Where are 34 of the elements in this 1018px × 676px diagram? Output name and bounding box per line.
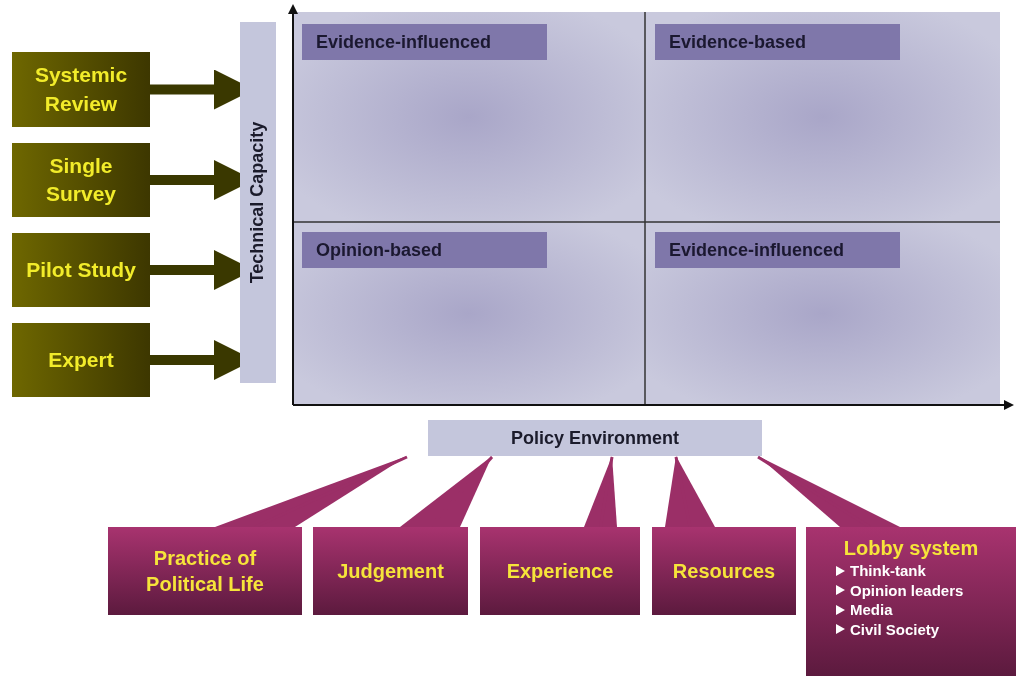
box-label: Lobby system (843, 536, 979, 561)
box-label: Judgement (337, 559, 444, 584)
callout-box (108, 527, 302, 615)
axis-label-box (240, 22, 276, 383)
source-box (12, 233, 150, 307)
quadrant-label (302, 24, 547, 60)
callout-box (652, 527, 796, 615)
callout-box (313, 527, 468, 615)
box-label: Evidence-influenced (316, 31, 492, 53)
box-label: Pilot Study (26, 256, 136, 283)
bullet-item: Civil Society (850, 619, 940, 639)
box-label: Resources (672, 559, 776, 584)
bullet-item: Think-tank (850, 561, 926, 581)
box-label: Expert (48, 346, 114, 373)
box-label: Systemic Review (33, 62, 129, 117)
callout-box (806, 527, 1016, 676)
horizontal-axis-title: Policy Environment (510, 427, 679, 449)
box-label: Practice of Political Life (145, 546, 265, 597)
quadrant-label (655, 232, 900, 268)
quadrant-label (302, 232, 547, 268)
box-label: Single Survey (44, 152, 117, 207)
quadrant-label (655, 24, 900, 60)
vertical-axis-title: Technical Capacity (247, 121, 269, 284)
axis-label-box (428, 420, 762, 456)
box-label: Opinion-based (316, 239, 442, 261)
callout-box (480, 527, 640, 615)
box-label: Evidence-based (669, 31, 807, 53)
bullet-item: Opinion leaders (850, 580, 964, 600)
source-box (12, 52, 150, 127)
box-label: Evidence-influenced (669, 239, 845, 261)
bullet-item: Media (850, 600, 893, 620)
source-box (12, 143, 150, 217)
box-label: Experience (506, 559, 614, 584)
source-box (12, 323, 150, 397)
